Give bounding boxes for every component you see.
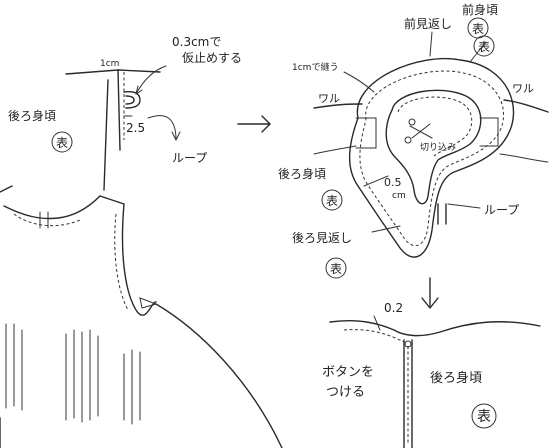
left-back-bodice-label: 後ろ身頃 [8, 108, 56, 123]
pleat-group-left [5, 323, 23, 411]
facing-front-pointer [429, 31, 433, 57]
seam-05-label: 0.5 [384, 176, 402, 189]
button-label-line2: つける [326, 385, 365, 400]
left-shoulder-line [313, 103, 363, 109]
seam-05-unit: cm [392, 191, 406, 201]
stitch-note-arrow [135, 65, 167, 95]
loop-shape [123, 90, 141, 109]
left-back-side-circle [51, 131, 73, 153]
button-icon [404, 340, 412, 348]
fold-right-label: ワル [512, 82, 534, 95]
facing-loop [437, 203, 447, 225]
back-neckline [3, 195, 101, 220]
back-facing-side-circle [325, 257, 347, 279]
edge-02-label: 0.2 [384, 301, 403, 315]
right-fold-mark [479, 117, 499, 147]
loop-right-label: ループ [484, 203, 519, 217]
left-shoulder [0, 185, 13, 193]
right-shoulder-line [503, 99, 549, 113]
bottom-back-bodice-label: 後ろ身頃 [430, 370, 482, 386]
loop-left-label: ループ [172, 151, 207, 165]
right-back-side-label: 表 [326, 194, 338, 208]
front-bodice-pointer [469, 41, 487, 63]
left-lower-line [313, 145, 357, 155]
neckline-stitch [13, 213, 81, 227]
scissors-handle-1 [404, 136, 412, 144]
button-label-line1: ボタンを [322, 365, 374, 380]
step-arrow-right [237, 115, 271, 133]
left-back-side-label: 表 [56, 136, 68, 150]
center-back-edge [117, 69, 121, 151]
stitch-note-line2: 仮止めする [182, 51, 242, 65]
center-back-marks [39, 211, 49, 229]
facing-assembly: 前見返し 表 前身頃 表 1cmで縫う ワル ワル 切り込み 後ろ身頃 表 0.… [278, 2, 549, 279]
front-bodice-side-circle [473, 35, 495, 57]
stitch-arrowhead [135, 85, 143, 95]
back-facing-side-label: 表 [330, 262, 342, 276]
side-seam [155, 303, 283, 448]
loop-1cm-label: 1cm [100, 59, 119, 69]
right-lower-line [499, 153, 549, 163]
clip-label: 切り込み [420, 142, 456, 153]
bottom-back-side-label: 表 [477, 409, 491, 425]
neckline-edge [65, 69, 119, 75]
pleat-group-right [123, 349, 141, 425]
sew-1cm-pointer [343, 71, 375, 93]
step-arrow-down [421, 277, 439, 309]
stitch-note-line1: 0.3cmで [172, 35, 221, 49]
back-bodice-garment [0, 185, 283, 448]
right-back-pointer [363, 175, 389, 187]
bodice-fold-line [103, 79, 109, 191]
facing-outer [348, 58, 515, 258]
neck-extension [117, 69, 161, 73]
scissors-icon [409, 123, 433, 139]
neck-opening [385, 89, 482, 205]
loop-arrowhead [171, 131, 181, 141]
facing-stitch-line [359, 70, 505, 247]
right-shoulder [99, 195, 125, 205]
loop-arrow [147, 115, 177, 141]
armhole [121, 203, 157, 316]
fold-left-label: ワル [318, 92, 340, 105]
scissors-handle-2 [408, 118, 416, 126]
back-neck-curve [329, 320, 541, 337]
loop-detail: 1cm 0.3cmで 仮止めする 後ろ身頃 表 2.5 ループ [8, 35, 242, 191]
neck-inner-stitch [397, 96, 473, 157]
notch-mark [139, 297, 158, 309]
facing-front-label: 前見返し [404, 16, 452, 31]
facing-front-side-label: 表 [472, 22, 484, 36]
back-facing-label: 後ろ見返し [292, 231, 352, 245]
loop-inner [125, 95, 135, 105]
front-bodice-label: 前身頃 [462, 2, 498, 17]
neck-topstitch [343, 329, 405, 343]
left-fold-mark [355, 117, 377, 149]
pleat-group-middle [65, 329, 99, 423]
loop-25-label: 2.5 [126, 121, 145, 135]
edge-02-pointer [373, 315, 381, 331]
right-back-side-circle [321, 189, 343, 211]
back-facing-pointer [371, 225, 401, 233]
armhole-stitch [114, 213, 129, 311]
bottom-back-side-circle [471, 403, 497, 429]
right-back-bodice-label: 後ろ身頃 [278, 166, 326, 181]
loop-right-pointer [447, 203, 481, 209]
front-bodice-side-label: 表 [478, 40, 490, 54]
sew-1cm-label: 1cmで縫う [292, 61, 338, 73]
button-detail: 0.2 ボタンを つける 後ろ身頃 表 [322, 301, 541, 448]
